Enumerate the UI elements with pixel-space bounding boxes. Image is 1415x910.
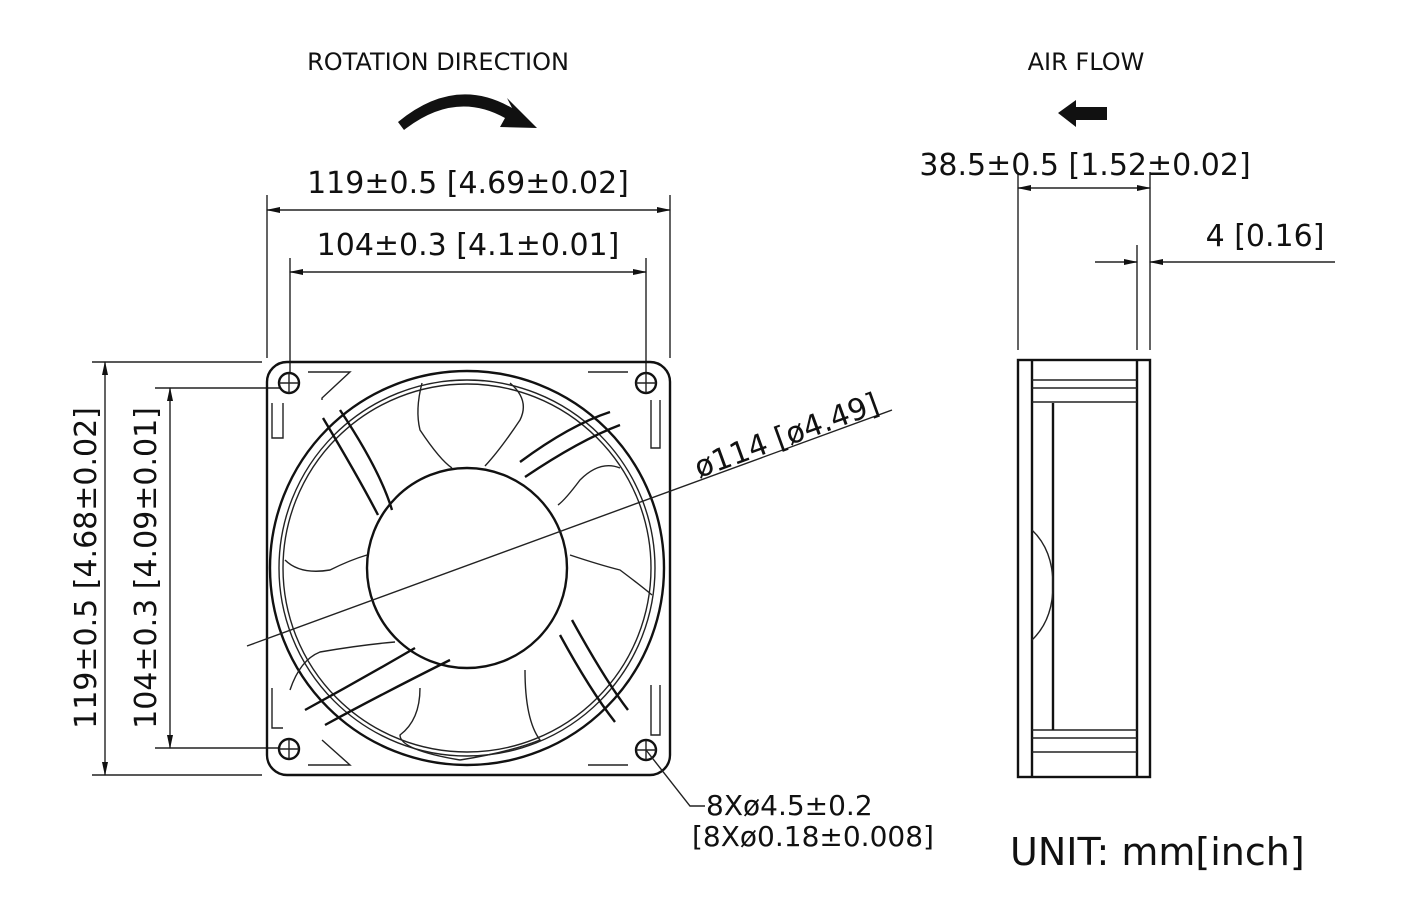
hole-leader (645, 749, 705, 807)
airflow-arrow-icon (1058, 100, 1107, 127)
diameter-leader (246, 409, 893, 647)
diameter-text: ø114 [ø4.49] (690, 387, 884, 486)
height-holes-text: 104±0.3 [4.09±0.01] (129, 407, 164, 729)
flange-dimension: 4 [0.16] (1095, 219, 1335, 350)
rotation-direction-label: ROTATION DIRECTION (307, 48, 569, 76)
height-outer-text: 119±0.5 [4.68±0.02] (69, 407, 104, 729)
flange-text: 4 [0.16] (1206, 219, 1325, 254)
fan-side-view (1016, 358, 1152, 779)
mounting-hole (277, 371, 301, 395)
hole-callout-mm: 8Xø4.5±0.2 (706, 789, 873, 822)
depth-dimension: 38.5±0.5 [1.52±0.02] (919, 148, 1251, 350)
width-holes-text: 104±0.3 [4.1±0.01] (317, 228, 620, 263)
airflow-label: AIR FLOW (1028, 48, 1145, 76)
depth-text: 38.5±0.5 [1.52±0.02] (919, 148, 1250, 183)
rotation-arrow-icon (398, 94, 537, 130)
width-outer-text: 119±0.5 [4.69±0.02] (307, 166, 629, 201)
fan-front-view (265, 360, 672, 777)
height-dimension: 119±0.5 [4.68±0.02] 104±0.3 [4.09±0.01] (69, 361, 280, 776)
mounting-hole (634, 371, 658, 395)
mounting-hole (277, 737, 301, 761)
width-dimension: 119±0.5 [4.69±0.02] 104±0.3 [4.1±0.01] (266, 166, 671, 372)
hole-callout-inch: [8Xø0.18±0.008] (692, 820, 934, 853)
unit-label: UNIT: mm[inch] (1010, 830, 1305, 874)
